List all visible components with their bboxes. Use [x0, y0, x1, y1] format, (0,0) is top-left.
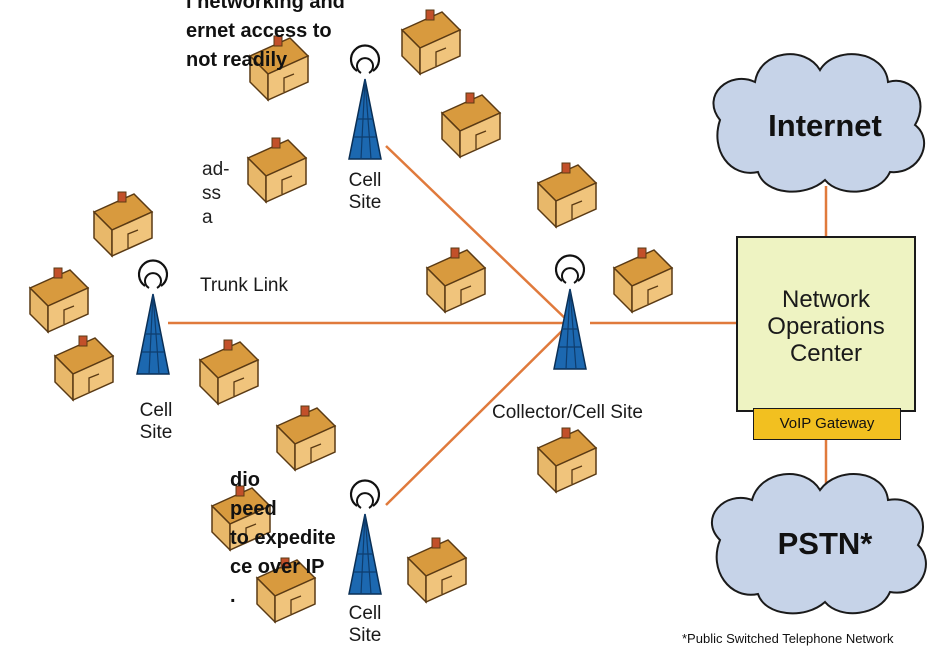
network-operations-center: Network Operations Center — [736, 236, 916, 412]
voip-gateway: VoIP Gateway — [753, 408, 901, 440]
cell-site-left-label: Cell Site — [139, 400, 173, 443]
footnote: *Public Switched Telephone Network — [682, 631, 894, 646]
house — [401, 9, 461, 75]
trunk-links — [168, 145, 828, 506]
side-text-line-1: ad- — [202, 159, 230, 180]
noc-title: Network Operations Center — [767, 286, 885, 367]
house — [276, 405, 336, 471]
bottom-text-line-1: dio — [230, 469, 260, 491]
cell-tower-top — [347, 44, 383, 161]
pstn-cloud — [711, 473, 927, 615]
house — [407, 537, 467, 603]
bottom-text-line-2: peed — [230, 498, 277, 520]
house — [199, 339, 259, 405]
cell-site-bottom-label: Cell Site — [348, 603, 382, 646]
bottom-text-line-4: ce over IP — [230, 556, 325, 578]
link-bottom-site — [385, 322, 571, 506]
house — [426, 247, 486, 313]
house — [441, 92, 501, 158]
house — [537, 427, 597, 493]
internet-cloud — [712, 53, 926, 193]
link-top-site — [385, 145, 571, 324]
cell-tower-bottom — [347, 479, 383, 596]
bottom-text-line-5: . — [230, 585, 236, 607]
side-text-line-2: ss — [202, 183, 221, 204]
intro-text-line-1: l networking and — [186, 0, 345, 13]
house — [54, 335, 114, 401]
intro-text-line-2: ernet access to — [186, 20, 332, 42]
house — [247, 137, 307, 203]
house — [613, 247, 673, 313]
pstn-label: PSTN* — [777, 526, 873, 561]
cell-tower-left — [135, 259, 171, 376]
bottom-text-line-3: to expedite — [230, 527, 336, 549]
trunk-link-label: Trunk Link — [200, 275, 288, 296]
house — [537, 162, 597, 228]
house — [29, 267, 89, 333]
side-text-line-3: a — [202, 207, 213, 228]
collector-label: Collector/Cell Site — [492, 402, 643, 423]
cell-site-top-label: Cell Site — [348, 170, 382, 213]
internet-label: Internet — [768, 108, 882, 143]
intro-text-line-3: not readily — [186, 49, 288, 71]
house — [93, 191, 153, 257]
